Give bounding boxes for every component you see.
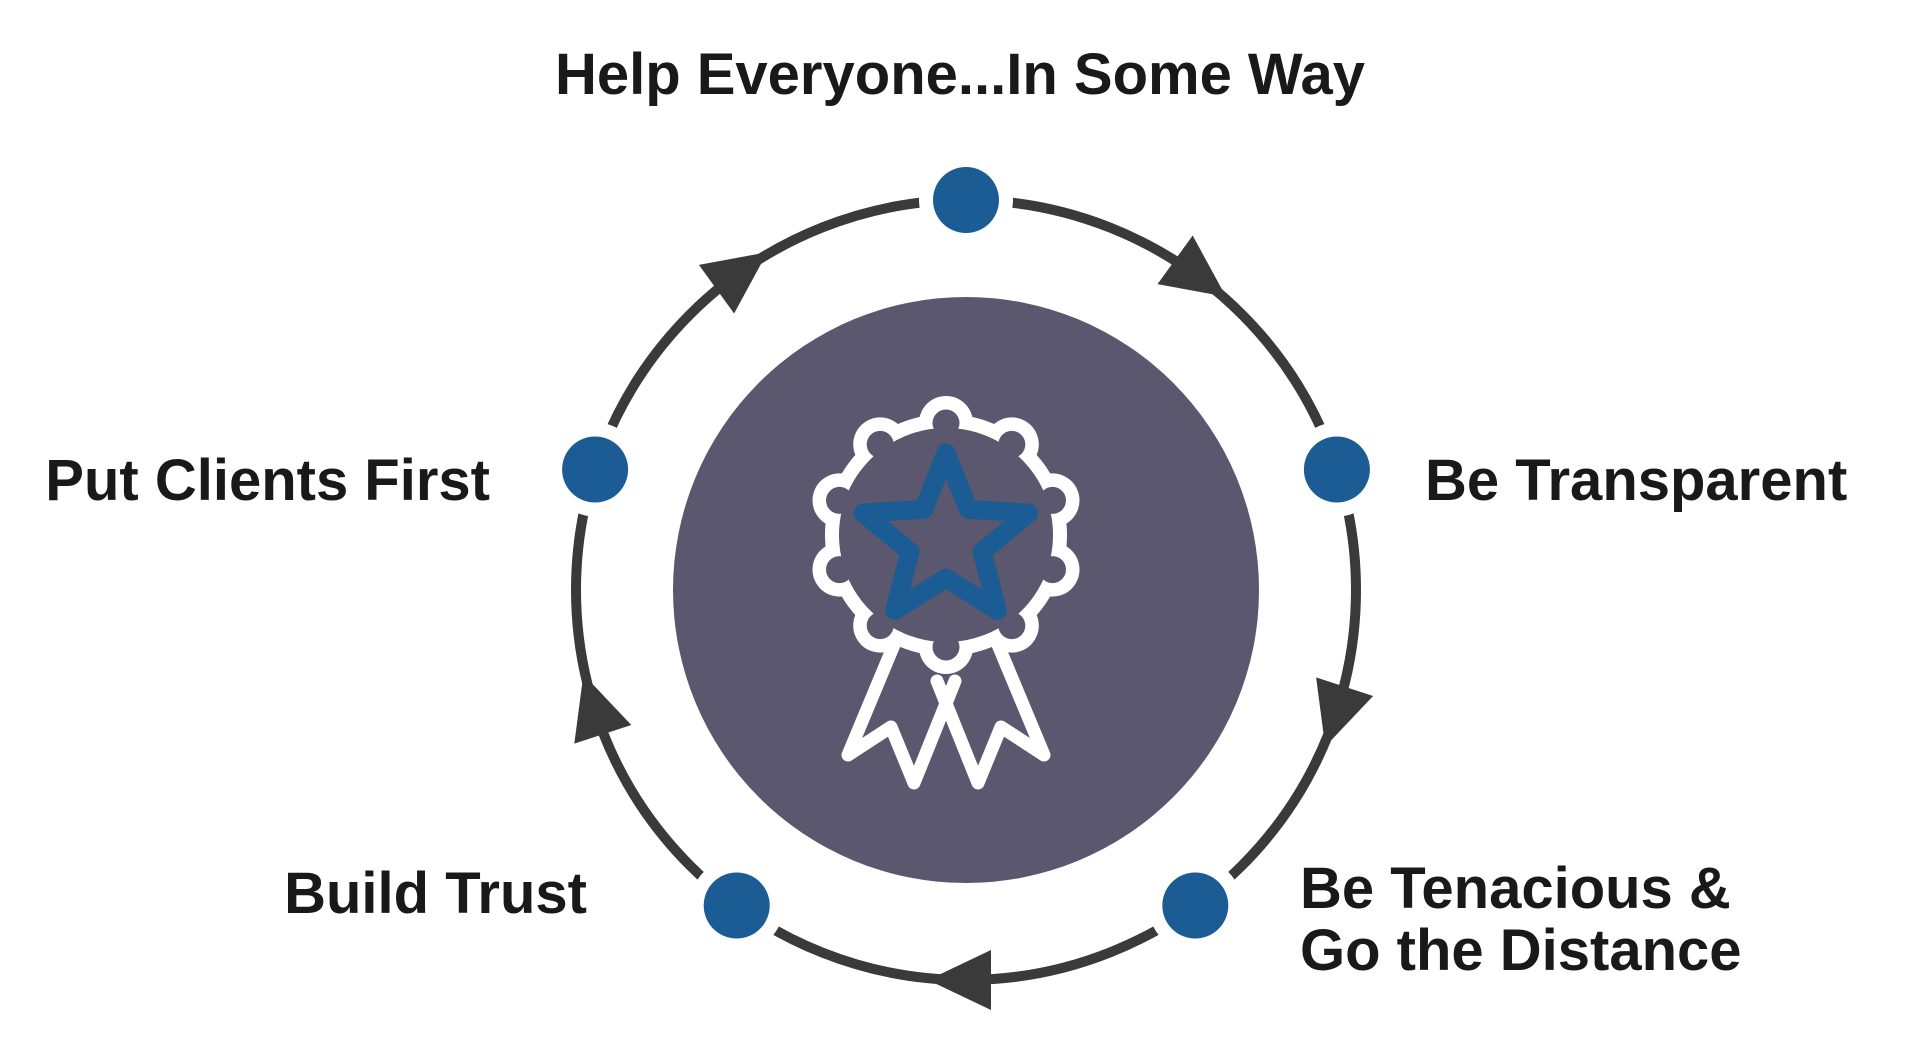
value-label-bottom-right-line1: Be Tenacious & bbox=[1300, 856, 1731, 921]
value-label-right: Be Transparent bbox=[1425, 448, 1848, 513]
node-dot-bottom-left bbox=[703, 872, 770, 939]
arrow-icon-top-left bbox=[698, 252, 768, 314]
value-label-top: Help Everyone...In Some Way bbox=[554, 42, 1366, 107]
node-dot-right bbox=[1303, 436, 1370, 503]
clockwise-arrow-icons bbox=[574, 235, 1374, 1010]
value-label-bottom-right-line2: Go the Distance bbox=[1300, 918, 1742, 984]
value-label-bottom-left: Build Trust bbox=[284, 861, 587, 926]
node-dot-top bbox=[933, 167, 999, 233]
star-icon bbox=[853, 443, 1039, 620]
node-dot-left bbox=[562, 436, 629, 503]
value-label-left: Put Clients First bbox=[45, 448, 490, 513]
arrow-icon-top-right bbox=[1157, 235, 1226, 297]
arrow-icon-right bbox=[1316, 677, 1374, 747]
arrow-icon-left bbox=[574, 674, 632, 744]
award-badge-icon bbox=[812, 396, 1080, 790]
ribbon-left bbox=[841, 633, 962, 790]
node-dots bbox=[562, 167, 1370, 939]
arrow-icon-bottom bbox=[928, 950, 991, 1010]
value-label-bottom-right: Be Tenacious & Go the Distance bbox=[1300, 856, 1742, 984]
node-dot-bottom-right bbox=[1162, 872, 1229, 939]
ribbon-right bbox=[930, 633, 1051, 790]
